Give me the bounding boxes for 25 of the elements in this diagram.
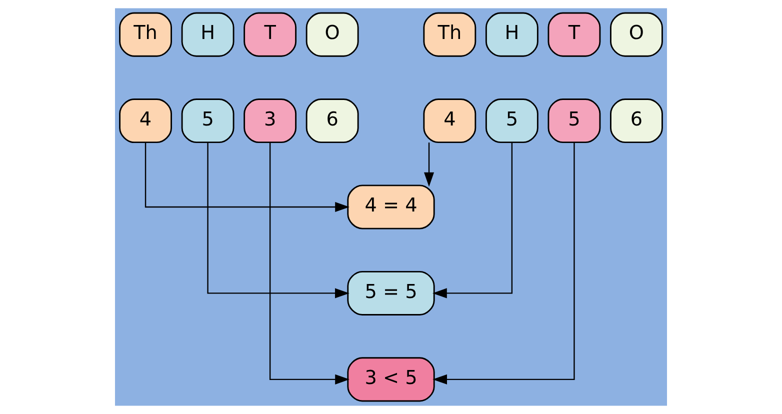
node-box: O (610, 12, 663, 57)
node-box: 5 (485, 98, 538, 144)
node-box: 5 (548, 98, 601, 144)
node-box: 4 (423, 98, 476, 144)
node-box: 4 (119, 98, 172, 144)
node-box: 4 = 4 (347, 184, 435, 230)
node-box: 6 (610, 98, 663, 144)
arrow (269, 142, 350, 384)
arrow (432, 142, 575, 384)
node-box: H (485, 12, 538, 57)
node-box: Th (119, 12, 172, 57)
node-box: 3 (244, 98, 297, 144)
node-box: 5 (181, 98, 234, 144)
node-box: T (548, 12, 601, 57)
node-box: Th (423, 12, 476, 57)
node-box: 6 (306, 98, 359, 144)
node-box: 3 < 5 (347, 357, 435, 402)
node-box: T (244, 12, 297, 57)
node-box: 5 = 5 (347, 270, 435, 316)
arrow (144, 142, 350, 212)
arrow (432, 142, 513, 298)
arrow (424, 142, 434, 187)
node-box: H (181, 12, 234, 57)
node-box: O (306, 12, 359, 57)
arrow (207, 142, 350, 298)
